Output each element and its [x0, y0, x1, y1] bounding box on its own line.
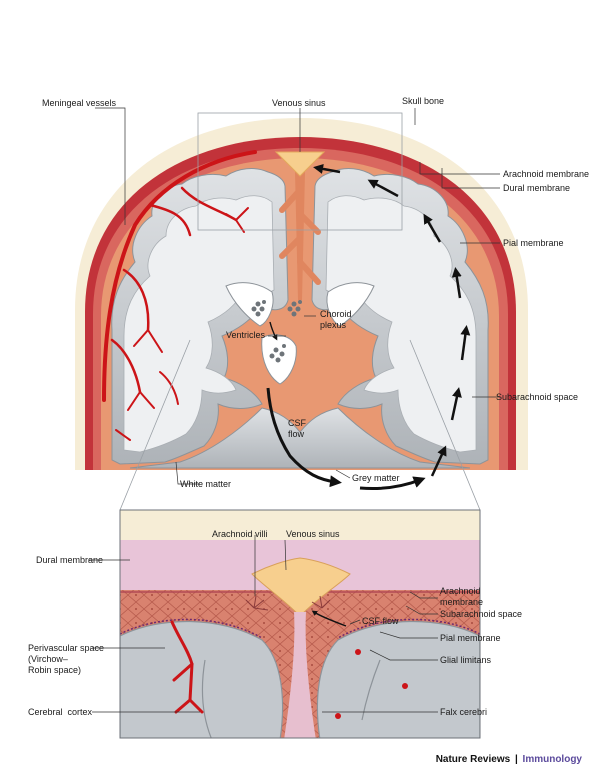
inset-arachnoid-villi: [245, 595, 331, 611]
csf-flow-arrow-bottom: [359, 476, 426, 490]
label-choroid-plexus: Choroid plexus: [320, 309, 352, 330]
label-venous-sinus-inset: Venous sinus: [286, 529, 340, 539]
meningeal-vessels: [102, 150, 257, 441]
inset-venous-sinus: [251, 557, 351, 617]
csf-flow-arrow-down: [266, 387, 342, 488]
inset-frame: [119, 509, 481, 739]
label-grey-matter: Grey matter: [352, 473, 400, 483]
label-cerebral-cortex: Cerebral cortex: [28, 707, 93, 717]
ventricle-flow-arrow: [269, 321, 278, 341]
label-pial-membrane-top: Pial membrane: [503, 238, 564, 248]
label-ventricles: Ventricles: [226, 330, 266, 340]
projection-line-right: [409, 339, 481, 511]
label-glial-limitans: Glial limitans: [440, 655, 492, 665]
journal-credit: Nature Reviews | Immunology: [436, 754, 582, 765]
leader-lines: [88, 107, 500, 713]
label-csf-flow-top: CSF flow: [288, 418, 306, 439]
credit-journal: Nature Reviews: [435, 754, 511, 765]
inset-detail: [119, 509, 481, 739]
label-subarachnoid-space-top: Subarachnoid space: [496, 392, 579, 402]
label-skull-bone: Skull bone: [402, 96, 445, 106]
projection-line-left: [119, 339, 191, 511]
label-perivascular-space: Perivascular space (Virchow– Robin space…: [28, 643, 105, 675]
basal-grey-band: [129, 407, 471, 469]
label-falx-cerebri: Falx cerebri: [440, 707, 488, 717]
label-dural-membrane-top: Dural membrane: [503, 183, 571, 193]
midline-sulcus-branches: [279, 187, 321, 285]
choroid-plexus-clusters: [251, 300, 302, 363]
left-ventricle: [225, 282, 274, 327]
label-subarachnoid-space-inset: Subarachnoid space: [440, 609, 523, 619]
credit-separator: |: [514, 754, 518, 765]
label-white-matter: White matter: [180, 479, 232, 489]
inset-left-cortex: [120, 620, 284, 738]
label-arachnoid-membrane-inset: Arachnoid membrane: [440, 586, 484, 607]
inset-falx: [284, 612, 316, 738]
label-dural-membrane-inset: Dural membrane: [36, 555, 104, 565]
csf-flow-arrows-right: [313, 163, 471, 477]
label-arachnoid-villi: Arachnoid villi: [212, 529, 268, 539]
right-ventricle: [326, 282, 375, 327]
label-pial-membrane-inset: Pial membrane: [440, 633, 501, 643]
label-meningeal-vessels: Meningeal vessels: [42, 98, 117, 108]
brain-cross-section: [75, 118, 528, 490]
inset-perivascular-vessel: [170, 620, 204, 714]
label-venous-sinus-top: Venous sinus: [272, 98, 326, 108]
label-arachnoid-membrane-top: Arachnoid membrane: [503, 169, 590, 179]
credit-section: Immunology: [522, 754, 582, 765]
label-csf-flow-inset: CSF flow: [362, 616, 399, 626]
